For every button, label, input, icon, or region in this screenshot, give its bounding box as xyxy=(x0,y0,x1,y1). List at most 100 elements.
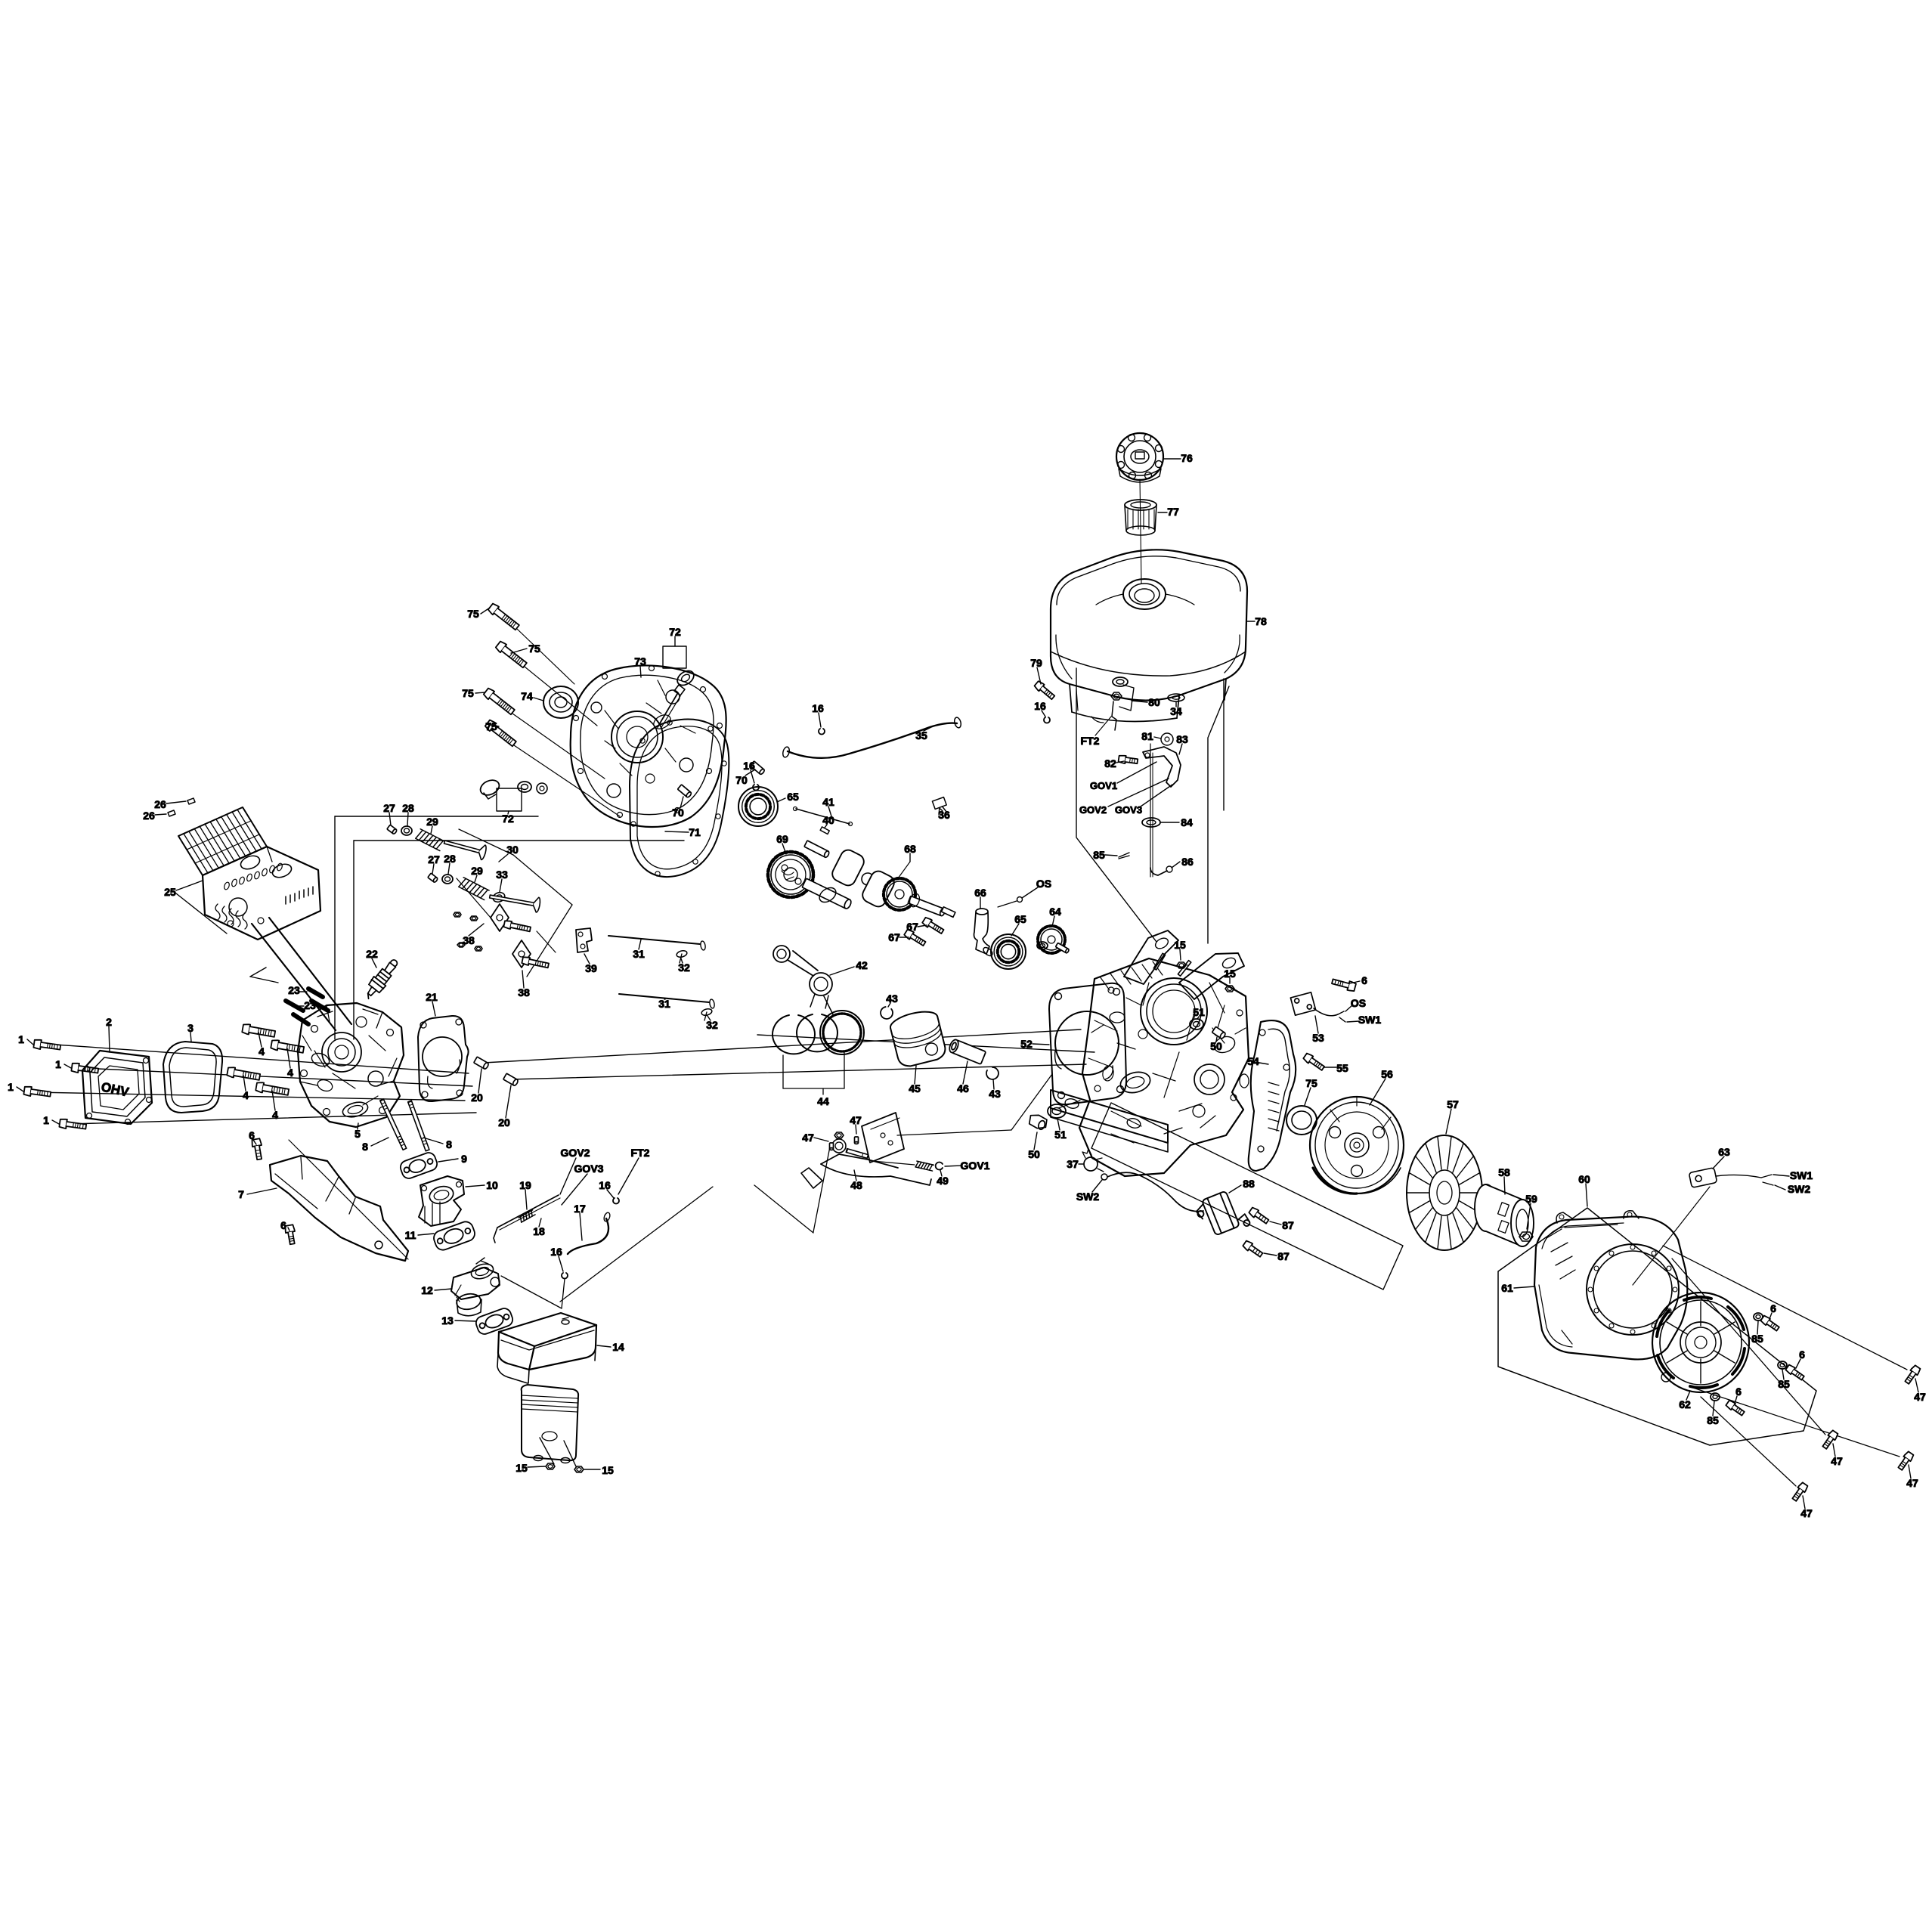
svg-text:63: 63 xyxy=(1718,1146,1730,1158)
svg-text:16: 16 xyxy=(550,1246,562,1258)
svg-text:16: 16 xyxy=(1034,700,1046,712)
svg-text:4: 4 xyxy=(272,1109,278,1121)
svg-text:85: 85 xyxy=(1093,849,1105,861)
svg-text:16: 16 xyxy=(743,760,755,772)
svg-text:28: 28 xyxy=(444,853,456,865)
svg-text:67: 67 xyxy=(888,931,900,943)
svg-text:74: 74 xyxy=(521,690,533,702)
svg-text:13: 13 xyxy=(441,1314,454,1327)
svg-text:2: 2 xyxy=(106,1016,112,1028)
svg-text:58: 58 xyxy=(1498,1166,1510,1178)
svg-text:22: 22 xyxy=(366,948,378,960)
svg-text:25: 25 xyxy=(164,886,176,898)
svg-text:50: 50 xyxy=(1028,1148,1040,1160)
svg-text:27: 27 xyxy=(383,802,395,814)
svg-text:28: 28 xyxy=(402,802,414,814)
svg-text:47: 47 xyxy=(1906,1477,1918,1489)
svg-text:70: 70 xyxy=(672,807,684,819)
svg-text:47: 47 xyxy=(1800,1507,1813,1519)
svg-text:6: 6 xyxy=(1735,1386,1742,1398)
svg-text:79: 79 xyxy=(1030,657,1042,669)
svg-text:9: 9 xyxy=(461,1153,467,1165)
svg-text:55: 55 xyxy=(1336,1062,1348,1074)
svg-text:32: 32 xyxy=(678,961,690,974)
svg-text:GOV1: GOV1 xyxy=(961,1160,990,1172)
svg-text:61: 61 xyxy=(1501,1282,1513,1294)
svg-text:60: 60 xyxy=(1578,1173,1590,1185)
svg-text:20: 20 xyxy=(471,1091,483,1104)
svg-text:77: 77 xyxy=(1167,506,1179,518)
svg-text:3: 3 xyxy=(187,1022,194,1034)
svg-text:82: 82 xyxy=(1104,757,1116,769)
svg-text:6: 6 xyxy=(1799,1348,1805,1361)
svg-text:86: 86 xyxy=(1181,856,1194,868)
svg-text:87: 87 xyxy=(1277,1250,1290,1262)
svg-text:16: 16 xyxy=(812,702,824,714)
svg-text:23: 23 xyxy=(288,984,300,996)
svg-text:65: 65 xyxy=(787,791,799,803)
svg-text:20: 20 xyxy=(498,1116,510,1129)
svg-text:47: 47 xyxy=(802,1132,814,1144)
svg-text:51: 51 xyxy=(1054,1129,1067,1141)
svg-text:72: 72 xyxy=(502,813,514,825)
svg-text:15: 15 xyxy=(516,1462,528,1474)
svg-text:GOV2: GOV2 xyxy=(561,1147,590,1159)
svg-text:6: 6 xyxy=(249,1129,255,1141)
svg-text:72: 72 xyxy=(669,626,681,638)
svg-text:26: 26 xyxy=(154,798,166,810)
svg-text:36: 36 xyxy=(938,809,950,821)
svg-text:15: 15 xyxy=(602,1464,614,1476)
svg-text:75: 75 xyxy=(467,608,479,620)
svg-text:32: 32 xyxy=(706,1019,718,1031)
svg-text:87: 87 xyxy=(1282,1219,1294,1231)
svg-text:48: 48 xyxy=(850,1179,862,1191)
svg-text:47: 47 xyxy=(1831,1455,1843,1467)
svg-text:31: 31 xyxy=(658,998,670,1010)
svg-text:27: 27 xyxy=(428,853,440,865)
svg-text:5: 5 xyxy=(355,1128,361,1140)
svg-text:GOV3: GOV3 xyxy=(574,1163,604,1175)
svg-text:8: 8 xyxy=(362,1141,368,1153)
svg-text:43: 43 xyxy=(989,1088,1001,1100)
svg-text:10: 10 xyxy=(486,1179,498,1191)
svg-text:GOV3: GOV3 xyxy=(1115,804,1142,816)
svg-text:76: 76 xyxy=(1181,452,1193,464)
svg-text:39: 39 xyxy=(585,962,597,974)
svg-text:OS: OS xyxy=(1036,878,1051,890)
svg-text:53: 53 xyxy=(1312,1032,1324,1044)
svg-text:4: 4 xyxy=(243,1089,249,1101)
svg-text:16: 16 xyxy=(599,1179,611,1191)
svg-text:42: 42 xyxy=(856,959,868,971)
svg-text:6: 6 xyxy=(1361,974,1367,986)
svg-text:FT2: FT2 xyxy=(631,1147,650,1159)
svg-text:51: 51 xyxy=(1193,1006,1205,1018)
svg-text:45: 45 xyxy=(909,1082,921,1094)
svg-text:62: 62 xyxy=(1679,1398,1691,1410)
svg-text:GOV1: GOV1 xyxy=(1090,780,1117,791)
svg-text:4: 4 xyxy=(259,1045,265,1057)
svg-text:46: 46 xyxy=(957,1082,969,1094)
svg-text:47: 47 xyxy=(1914,1391,1926,1403)
svg-text:29: 29 xyxy=(426,816,438,828)
svg-text:71: 71 xyxy=(689,826,701,838)
svg-text:52: 52 xyxy=(1020,1038,1033,1050)
svg-text:68: 68 xyxy=(904,843,916,855)
svg-text:31: 31 xyxy=(633,948,645,960)
svg-text:SW2: SW2 xyxy=(1076,1190,1100,1203)
svg-text:14: 14 xyxy=(612,1341,624,1353)
svg-text:38: 38 xyxy=(518,986,530,999)
svg-text:7: 7 xyxy=(238,1188,244,1200)
svg-text:75: 75 xyxy=(462,687,474,699)
svg-text:37: 37 xyxy=(1067,1158,1079,1170)
svg-text:67: 67 xyxy=(906,921,918,933)
svg-text:70: 70 xyxy=(735,774,748,786)
svg-text:26: 26 xyxy=(143,810,155,822)
svg-text:1: 1 xyxy=(43,1114,49,1126)
svg-text:47: 47 xyxy=(850,1114,862,1126)
svg-text:69: 69 xyxy=(776,833,788,845)
svg-text:21: 21 xyxy=(426,991,438,1003)
svg-text:54: 54 xyxy=(1247,1055,1259,1067)
svg-text:15: 15 xyxy=(1224,968,1236,980)
svg-text:75: 75 xyxy=(1305,1077,1317,1089)
svg-text:35: 35 xyxy=(915,729,927,742)
